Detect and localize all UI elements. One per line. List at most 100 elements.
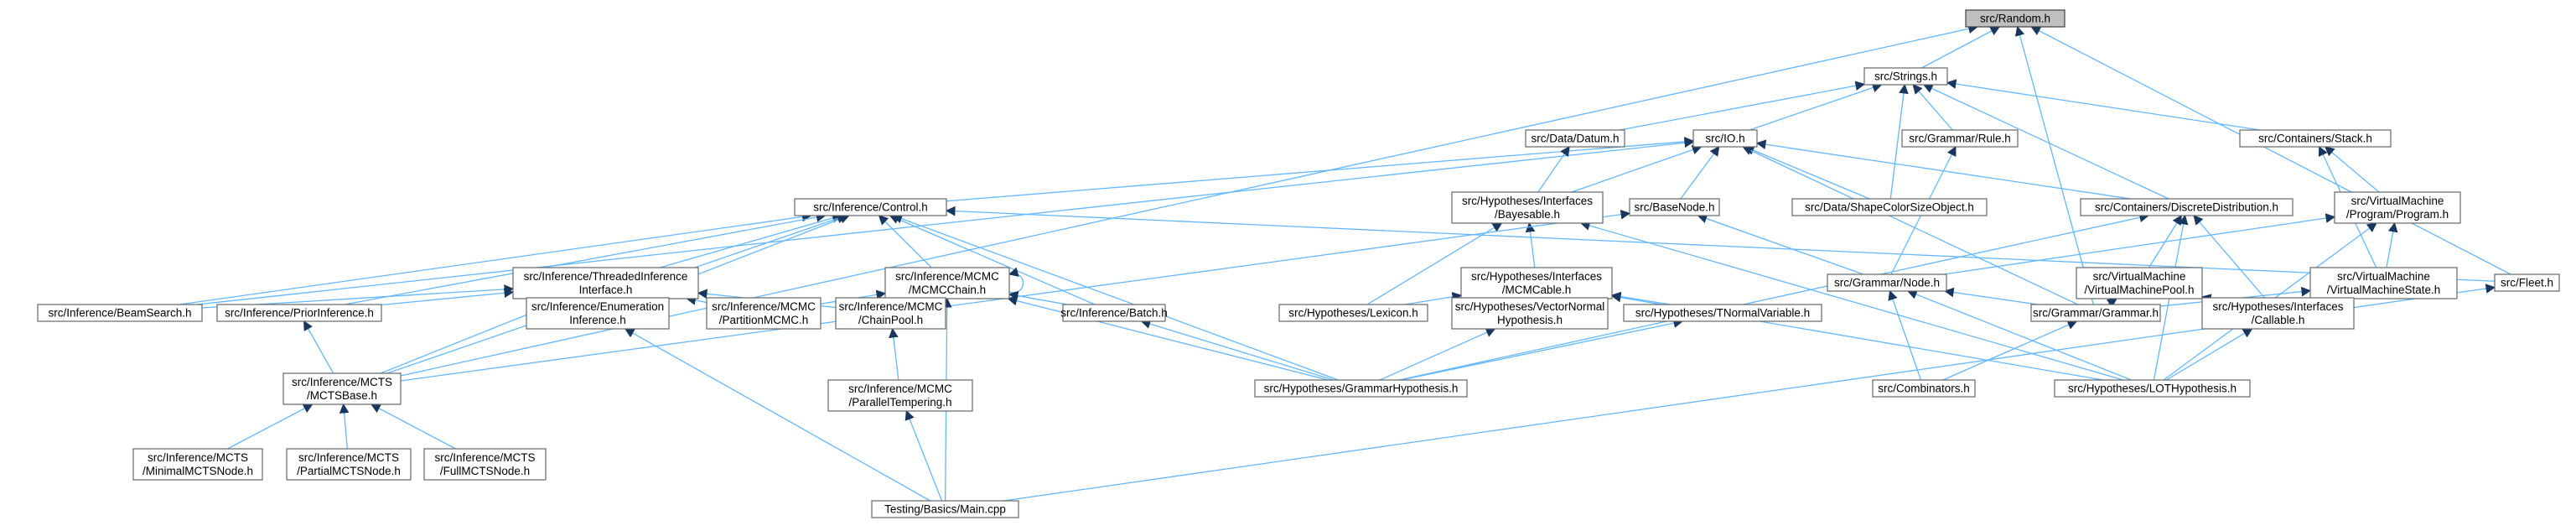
node-basenode[interactable]: src/BaseNode.h bbox=[1629, 198, 1720, 216]
node-grammarhyp[interactable]: src/Hypotheses/GrammarHypothesis.h bbox=[1254, 379, 1468, 398]
node-lothyp[interactable]: src/Hypotheses/LOTHypothesis.h bbox=[2054, 379, 2251, 398]
node-full[interactable]: src/Inference/MCTS/FullMCTSNode.h bbox=[423, 448, 547, 481]
node-box[interactable] bbox=[827, 379, 973, 412]
node-shapecolor[interactable]: src/Data/ShapeColorSizeObject.h bbox=[1791, 198, 1988, 216]
node-callable[interactable]: src/Hypotheses/Interfaces/Callable.h bbox=[2201, 297, 2355, 330]
edge-mcmcchain-to-control bbox=[878, 215, 932, 268]
node-label: src/Inference/MCTS bbox=[298, 451, 399, 464]
node-box[interactable] bbox=[1965, 9, 2065, 28]
node-random[interactable]: src/Random.h bbox=[1965, 9, 2065, 28]
node-vmstate[interactable]: src/VirtualMachine/VirtualMachineState.h bbox=[2309, 267, 2458, 299]
node-grammar[interactable]: src/Grammar/Grammar.h bbox=[2030, 304, 2161, 322]
node-box[interactable] bbox=[835, 297, 946, 330]
node-box[interactable] bbox=[1863, 67, 1948, 86]
node-box[interactable] bbox=[1791, 198, 1988, 216]
node-label: src/Inference/MCTS bbox=[292, 376, 392, 388]
node-label: src/Hypotheses/Interfaces bbox=[1471, 270, 1602, 283]
node-box[interactable] bbox=[1901, 129, 2019, 148]
edge-mctsbase-to-prior bbox=[303, 320, 334, 374]
node-label: src/Inference/Enumeration bbox=[531, 300, 664, 313]
edge-strings-to-random bbox=[1921, 26, 2001, 69]
node-minimal[interactable]: src/Inference/MCTS/MinimalMCTSNode.h bbox=[132, 448, 263, 481]
node-box[interactable] bbox=[2494, 273, 2560, 292]
node-rule[interactable]: src/Grammar/Rule.h bbox=[1901, 129, 2019, 148]
node-datum[interactable]: src/Data/Datum.h bbox=[1525, 129, 1625, 148]
node-stack[interactable]: src/Containers/Stack.h bbox=[2239, 129, 2392, 148]
node-program[interactable]: src/VirtualMachine/Program/Program.h bbox=[2334, 191, 2461, 224]
node-box[interactable] bbox=[2239, 129, 2392, 148]
node-threaded[interactable]: src/Inference/ThreadedInferenceInterface… bbox=[512, 267, 699, 299]
node-combinators[interactable]: src/Combinators.h bbox=[1872, 379, 1976, 398]
node-partial[interactable]: src/Inference/MCTS/PartialMCTSNode.h bbox=[286, 448, 412, 481]
edge-grammar-to-vmpool bbox=[2106, 298, 2117, 308]
node-chainpool[interactable]: src/Inference/MCMC/ChainPool.h bbox=[835, 297, 946, 330]
node-label: src/Data/ShapeColorSizeObject.h bbox=[1805, 201, 1974, 214]
edge-lothyp-to-gnode bbox=[1907, 289, 2132, 381]
node-box[interactable] bbox=[1254, 379, 1468, 398]
node-prior[interactable]: src/Inference/PriorInference.h bbox=[216, 304, 382, 322]
node-box[interactable] bbox=[884, 267, 1010, 299]
node-box[interactable] bbox=[2201, 297, 2355, 330]
node-paralleltempering[interactable]: src/Inference/MCMC/ParallelTempering.h bbox=[827, 379, 973, 412]
node-box[interactable] bbox=[2030, 304, 2161, 322]
node-io[interactable]: src/IO.h bbox=[1692, 129, 1758, 148]
node-mcmcable[interactable]: src/Hypotheses/Interfaces/MCMCable.h bbox=[1460, 267, 1613, 299]
node-beamsearch[interactable]: src/Inference/BeamSearch.h bbox=[37, 304, 203, 322]
node-lexicon[interactable]: src/Hypotheses/Lexicon.h bbox=[1278, 304, 1428, 322]
node-box[interactable] bbox=[286, 448, 412, 481]
node-fleet[interactable]: src/Fleet.h bbox=[2494, 273, 2560, 292]
node-box[interactable] bbox=[216, 304, 382, 322]
edge-bayesable-to-datum bbox=[1537, 146, 1570, 193]
node-box[interactable] bbox=[1623, 304, 1822, 322]
node-label: src/Fleet.h bbox=[2501, 277, 2553, 289]
node-batch[interactable]: src/Inference/Batch.h bbox=[1060, 304, 1168, 322]
node-box[interactable] bbox=[2309, 267, 2458, 299]
node-bayesable[interactable]: src/Hypotheses/Interfaces/Bayesable.h bbox=[1451, 191, 1604, 224]
node-box[interactable] bbox=[1451, 297, 1609, 330]
node-box[interactable] bbox=[282, 372, 402, 405]
node-box[interactable] bbox=[1278, 304, 1428, 322]
node-box[interactable] bbox=[423, 448, 547, 481]
edge-fleet-to-random bbox=[2030, 26, 2511, 275]
node-label: src/Inference/MCTS bbox=[434, 451, 535, 464]
node-box[interactable] bbox=[1629, 198, 1720, 216]
node-box[interactable] bbox=[132, 448, 263, 481]
edge-main-to-paralleltempering bbox=[904, 409, 943, 502]
node-partition[interactable]: src/Inference/MCMC/PartitionMCMC.h bbox=[706, 297, 822, 330]
node-strings[interactable]: src/Strings.h bbox=[1863, 67, 1948, 86]
node-box[interactable] bbox=[526, 297, 670, 330]
node-box[interactable] bbox=[1062, 304, 1166, 322]
node-box[interactable] bbox=[1451, 191, 1604, 224]
node-tnormal[interactable]: src/Hypotheses/TNormalVariable.h bbox=[1623, 304, 1822, 322]
node-box[interactable] bbox=[794, 198, 947, 216]
node-box[interactable] bbox=[2334, 191, 2461, 224]
node-discrete[interactable]: src/Containers/DiscreteDistribution.h bbox=[2080, 198, 2294, 216]
node-gnode[interactable]: src/Grammar/Node.h bbox=[1827, 273, 1947, 292]
node-vmpool[interactable]: src/VirtualMachine/VirtualMachinePool.h bbox=[2076, 267, 2203, 299]
node-box[interactable] bbox=[512, 267, 699, 299]
edge-rule-to-strings bbox=[1912, 84, 1953, 131]
node-control[interactable]: src/Inference/Control.h bbox=[794, 198, 947, 216]
node-box[interactable] bbox=[1525, 129, 1625, 148]
node-label: /PartialMCTSNode.h bbox=[297, 465, 401, 477]
node-mcmcchain[interactable]: src/Inference/MCMC/MCMCChain.h bbox=[884, 267, 1010, 299]
node-main[interactable]: Testing/Basics/Main.cpp bbox=[871, 500, 1019, 518]
node-label: src/Hypotheses/VectorNormal bbox=[1455, 300, 1605, 313]
node-box[interactable] bbox=[2080, 198, 2294, 216]
node-label: /MinimalMCTSNode.h bbox=[143, 465, 253, 477]
edges-layer bbox=[179, 23, 2511, 502]
node-mctsbase[interactable]: src/Inference/MCTS/MCTSBase.h bbox=[282, 372, 402, 405]
node-box[interactable] bbox=[2076, 267, 2203, 299]
node-box[interactable] bbox=[1692, 129, 1758, 148]
node-box[interactable] bbox=[1460, 267, 1613, 299]
node-box[interactable] bbox=[1872, 379, 1976, 398]
node-box[interactable] bbox=[871, 500, 1019, 518]
node-box[interactable] bbox=[1827, 273, 1947, 292]
node-label: Testing/Basics/Main.cpp bbox=[884, 503, 1006, 516]
node-box[interactable] bbox=[2054, 379, 2251, 398]
edge-beamsearch-to-control bbox=[179, 211, 812, 305]
node-box[interactable] bbox=[37, 304, 203, 322]
node-box[interactable] bbox=[706, 297, 822, 330]
